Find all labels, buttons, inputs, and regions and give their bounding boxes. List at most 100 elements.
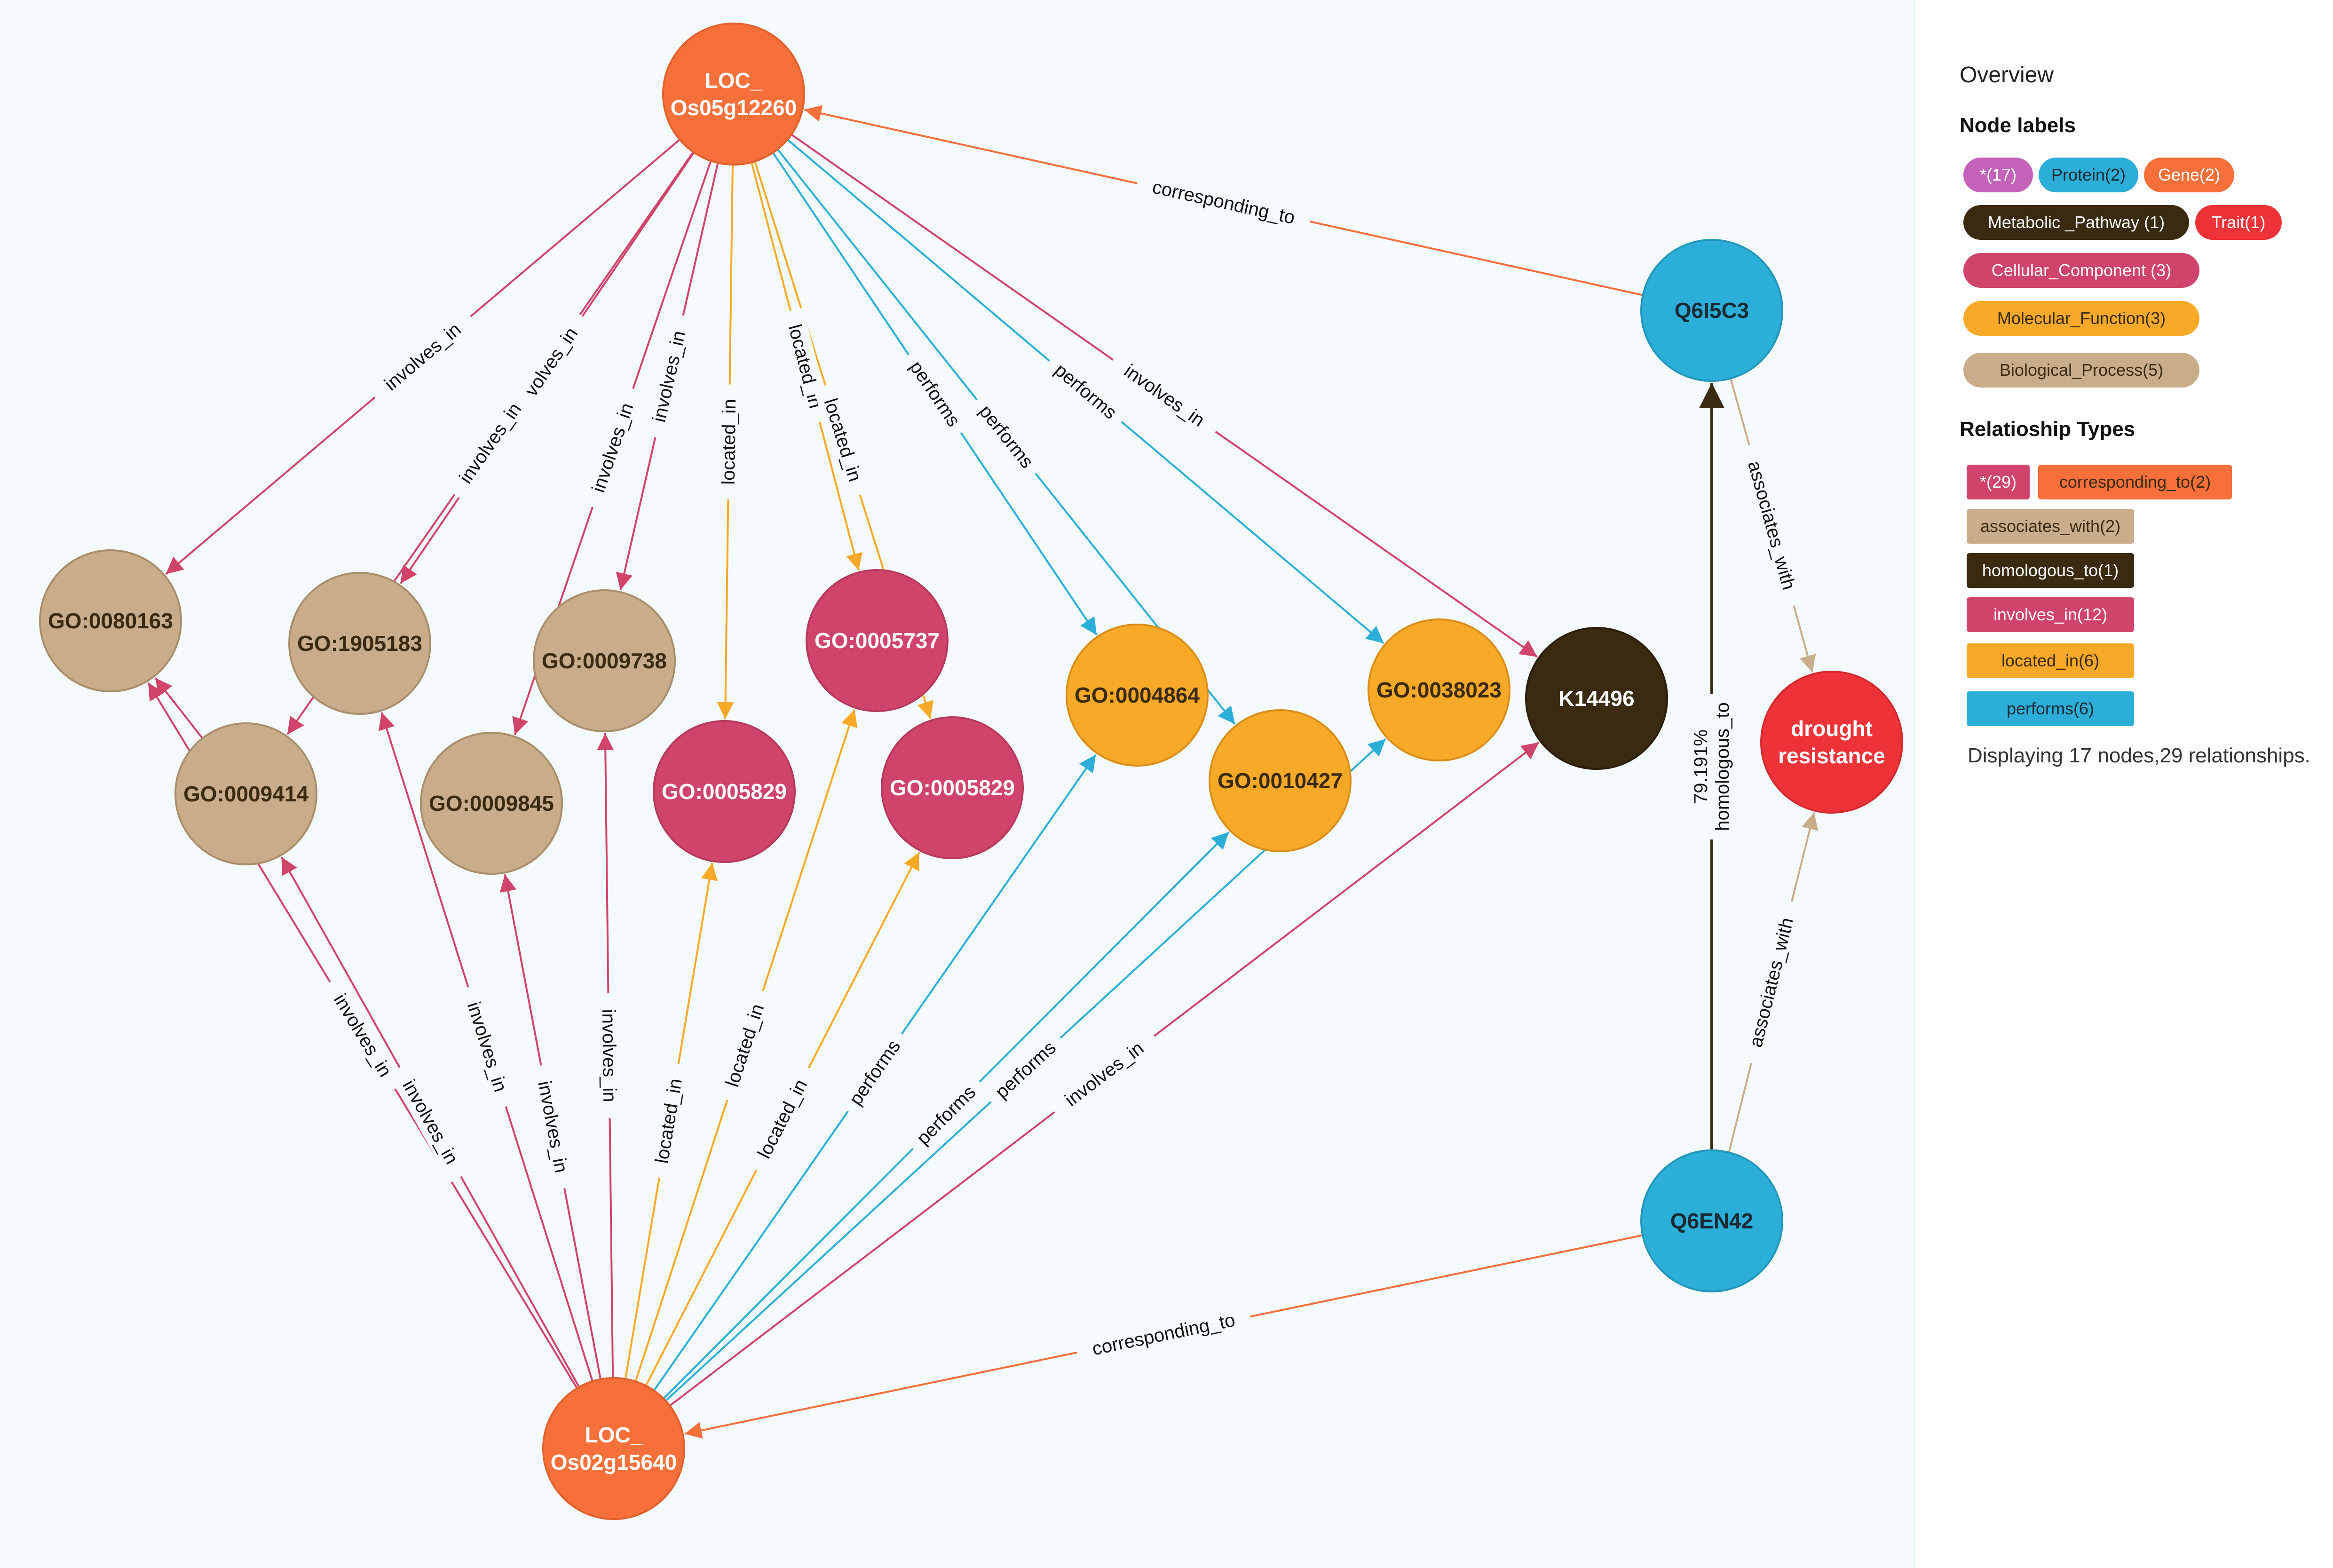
edge-involves[interactable] — [154, 677, 204, 739]
node-go0080163[interactable]: GO:0080163 — [39, 549, 182, 692]
node-circle[interactable] — [806, 569, 949, 712]
node-go0038023[interactable]: GO:0038023 — [1368, 618, 1511, 761]
edge-label: located_in — [754, 1076, 811, 1162]
node-label: Os05g12260 — [671, 95, 797, 120]
node-go0009738[interactable]: GO:0009738 — [533, 589, 676, 732]
edge-label-bg — [1047, 1026, 1162, 1122]
edge-label-bg — [388, 1061, 472, 1183]
node-label: GO:0005737 — [815, 628, 940, 653]
node-label: Q6EN42 — [1670, 1209, 1753, 1233]
node-circle[interactable] — [1209, 709, 1352, 852]
node-label-gene[interactable]: Gene(2) — [2144, 158, 2234, 192]
node-gene2[interactable]: LOC_ Os02g15640 — [542, 1377, 685, 1520]
display-status: Displaying 17 nodes,29 relationships. — [1968, 744, 2310, 767]
edge-label-group: involves_in — [643, 312, 696, 441]
edge-label-group: performs — [838, 1027, 912, 1119]
node-go0005737[interactable]: GO:0005737 — [806, 569, 949, 712]
node-go0009414[interactable]: GO:0009414 — [174, 722, 317, 865]
node-label-protein[interactable]: Protein(2) — [2039, 158, 2138, 192]
edge-label-group: involves_in — [444, 384, 537, 502]
node-label: Q6I5C3 — [1675, 298, 1749, 323]
edge-label-group: located_in — [647, 1062, 691, 1180]
rel-type-all[interactable]: *(29) — [1967, 465, 2030, 499]
node-circle[interactable] — [1640, 239, 1783, 382]
edge-label: performs — [906, 357, 964, 431]
edge-label-bg — [715, 384, 743, 499]
node-circle[interactable] — [1066, 624, 1209, 767]
node-k14496[interactable]: K14496 — [1525, 627, 1668, 770]
node-label: GO:0010427 — [1218, 768, 1343, 793]
node-label-biological-process[interactable]: Biological_Process(5) — [1963, 353, 2199, 388]
relationship-types-heading: Relatioship Types — [1960, 418, 2135, 441]
node-label: drought — [1791, 716, 1873, 741]
node-label-all[interactable]: *(17) — [1963, 158, 2033, 192]
node-go0005829a[interactable]: GO:0005829 — [653, 720, 796, 863]
node-go1905183[interactable]: GO:1905183 — [288, 572, 431, 715]
edge-label-bg — [1737, 442, 1806, 609]
edge-label-bg — [1739, 898, 1804, 1067]
rel-type-involves-in[interactable]: involves_in(12) — [1967, 597, 2134, 632]
node-label: K14496 — [1558, 686, 1634, 711]
node-label-metabolic-pathway[interactable]: Metabolic _Pathway (1) — [1963, 205, 2189, 240]
node-label: GO:0038023 — [1376, 678, 1502, 702]
node-circle[interactable] — [420, 732, 563, 875]
node-label: LOC_ — [705, 68, 763, 93]
edge-label-group: corresponding_to — [1134, 171, 1313, 234]
node-go0005829b[interactable]: GO:0005829 — [881, 716, 1024, 859]
node-label-cellular-component[interactable]: Cellular_Component (3) — [1963, 253, 2199, 288]
node-go0010427[interactable]: GO:0010427 — [1209, 709, 1352, 852]
edge-label-bg — [1134, 171, 1313, 234]
edge-label: performs — [991, 1037, 1060, 1102]
node-go0009845[interactable]: GO:0009845 — [420, 732, 563, 875]
node-label: GO:0009414 — [183, 782, 308, 806]
rel-type-located-in[interactable]: located_in(6) — [1967, 643, 2134, 678]
edge-label: performs — [845, 1036, 904, 1109]
edge-label-bg — [595, 993, 623, 1118]
edge-label-group: involves_in — [580, 384, 645, 511]
edge-label-bg — [580, 384, 645, 511]
node-circle[interactable] — [174, 722, 317, 865]
edge-label: involves_in — [1061, 1037, 1147, 1110]
node-circle[interactable] — [1760, 671, 1903, 814]
edge-label-bg — [456, 983, 518, 1110]
node-label: GO:0005829 — [890, 776, 1015, 800]
node-circle[interactable] — [39, 549, 182, 692]
edge-label-bg — [444, 384, 537, 502]
node-circle[interactable] — [1640, 1149, 1783, 1292]
rel-type-homologous-to[interactable]: homologous_to(1) — [1967, 553, 2134, 588]
node-circle[interactable] — [881, 716, 1024, 859]
edge-label-bg — [1106, 349, 1223, 442]
edge-label: involves_in — [380, 319, 465, 395]
node-go0004864[interactable]: GO:0004864 — [1066, 624, 1209, 767]
rel-type-corresponding-to[interactable]: corresponding_to(2) — [2038, 465, 2232, 499]
node-q6en42[interactable]: Q6EN42 — [1640, 1149, 1783, 1292]
node-circle[interactable] — [1525, 627, 1668, 770]
node-gene1[interactable]: LOC_Os05g12260 — [662, 23, 805, 166]
node-circle[interactable] — [542, 1377, 685, 1520]
edge-label-group: corresponding_to — [1074, 1304, 1253, 1365]
edge-label: involves_in — [534, 1079, 571, 1175]
edge-label: involves_in — [1120, 361, 1208, 431]
overview-title: Overview — [1960, 63, 2054, 87]
node-circle[interactable] — [288, 572, 431, 715]
node-label-molecular-function[interactable]: Molecular_Function(3) — [1963, 301, 2199, 336]
rel-type-performs[interactable]: performs(6) — [1967, 691, 2134, 726]
node-label: LOC_ — [585, 1423, 643, 1447]
rel-type-associates-with[interactable]: associates_with(2) — [1967, 509, 2134, 544]
node-q6i5c3[interactable]: Q6I5C3 — [1640, 239, 1783, 382]
node-circle[interactable] — [653, 720, 796, 863]
node-circle[interactable] — [662, 23, 805, 166]
edge-label: located_in — [820, 396, 865, 484]
edge-label: performs — [913, 1082, 980, 1149]
node-circle[interactable] — [533, 589, 676, 732]
edge-label-group: performs — [898, 348, 972, 440]
node-circle[interactable] — [1368, 618, 1511, 761]
edge-label-group: located_in — [715, 987, 775, 1104]
edge-label-group: involves_in — [367, 307, 479, 407]
edge-label-bg — [319, 975, 406, 1096]
node-label: Os02g15640 — [551, 1450, 677, 1474]
node-label-trait[interactable]: Trait(1) — [2195, 205, 2282, 240]
